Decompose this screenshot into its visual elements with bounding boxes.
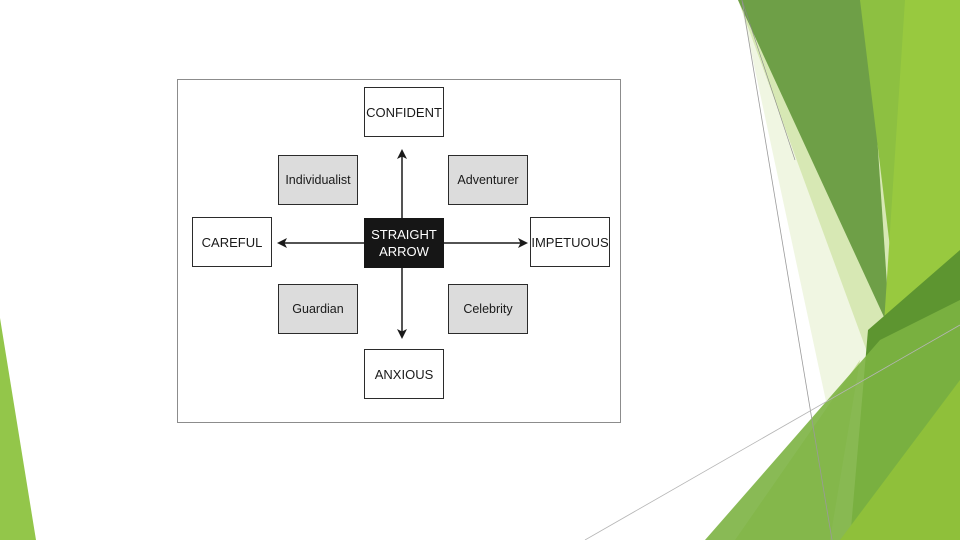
thin-line-3	[741, 0, 796, 161]
quadrant-top-left: Individualist	[278, 155, 358, 205]
dark-green-facet	[738, 0, 890, 330]
axis-label-top: CONFIDENT	[364, 87, 444, 137]
axis-label-bottom: ANXIOUS	[364, 349, 444, 399]
personality-diagram: CONFIDENT ANXIOUS CAREFUL IMPETUOUS Indi…	[177, 79, 621, 423]
quadrant-bottom-right: Celebrity	[448, 284, 528, 334]
quadrant-bottom-left: Guardian	[278, 284, 358, 334]
quadrant-top-right: Adventurer	[448, 155, 528, 205]
center-label: STRAIGHT ARROW	[364, 218, 444, 268]
thin-line-1	[741, 0, 833, 540]
axis-label-left: CAREFUL	[192, 217, 272, 267]
diagram-axes	[277, 149, 528, 339]
bright-bottom-facet	[840, 380, 960, 540]
axis-label-right: IMPETUOUS	[530, 217, 610, 267]
left-accent-shape	[0, 318, 36, 540]
thin-line-2	[584, 324, 960, 540]
